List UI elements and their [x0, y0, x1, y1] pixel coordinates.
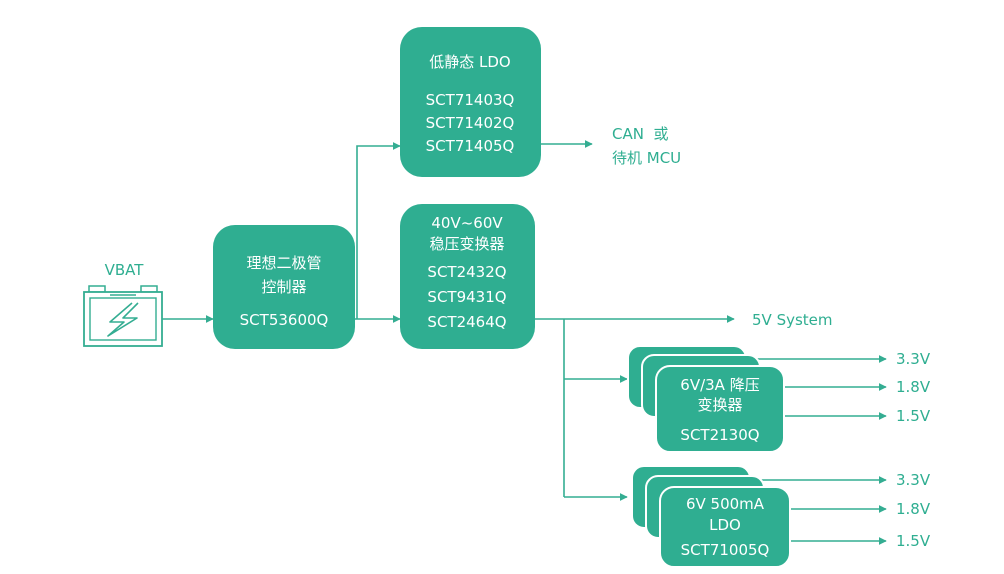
ldo-top-title: 低静态 LDO: [429, 53, 510, 71]
buck-converter-block: 6V/3A 降压 变换器 SCT2130Q: [627, 345, 785, 453]
buck-box: [655, 365, 785, 453]
ldo-top-part-1: SCT71403Q: [426, 91, 515, 109]
buck-part: SCT2130Q: [680, 426, 759, 444]
regulator-part-2: SCT9431Q: [427, 288, 506, 306]
regulator-part-1: SCT2432Q: [427, 263, 506, 281]
battery-icon: [83, 285, 163, 347]
ldo-bottom-part: SCT71005Q: [681, 541, 770, 559]
ideal-diode-line1: 理想二极管: [246, 254, 321, 272]
buck-output-2: 1.8V: [896, 378, 931, 396]
vbat-label: VBAT: [105, 261, 145, 279]
buck-output-1: 3.3V: [896, 350, 931, 368]
regulator-line1: 40V~60V: [431, 214, 503, 232]
ldo-bottom-output-1: 3.3V: [896, 471, 931, 489]
connectors: [162, 140, 887, 545]
ldo-bottom-line1: 6V 500mA: [686, 495, 765, 513]
ldo-bottom-output-3: 1.5V: [896, 532, 931, 550]
ldo-bottom-box: [659, 486, 791, 568]
ideal-diode-block: 理想二极管 控制器 SCT53600Q: [213, 225, 355, 349]
buck-line1: 6V/3A 降压: [680, 376, 759, 394]
system-output-label: 5V System: [752, 311, 833, 329]
ldo-bottom-output-2: 1.8V: [896, 500, 931, 518]
ideal-diode-line2: 控制器: [261, 278, 306, 296]
ldo-top-part-3: SCT71405Q: [426, 137, 515, 155]
ideal-diode-box: [213, 225, 355, 349]
can-output-line2: 待机 MCU: [612, 149, 681, 167]
regulator-block: 40V~60V 稳压变换器 SCT2432Q SCT9431Q SCT2464Q: [400, 204, 535, 349]
ldo-bottom-line2: LDO: [709, 516, 741, 534]
buck-line2: 变换器: [697, 396, 742, 414]
ldo-top-block: 低静态 LDO SCT71403Q SCT71402Q SCT71405Q: [400, 27, 541, 177]
can-output-line1: CAN 或: [612, 125, 669, 143]
buck-output-3: 1.5V: [896, 407, 931, 425]
regulator-line2: 稳压变换器: [429, 235, 504, 253]
ideal-diode-part: SCT53600Q: [240, 311, 329, 329]
ldo-top-box: [400, 27, 541, 177]
connector-diode-to-ldo: [356, 142, 401, 319]
regulator-part-3: SCT2464Q: [427, 313, 506, 331]
ldo-bottom-block: 6V 500mA LDO SCT71005Q: [631, 465, 791, 568]
regulator-box: [400, 204, 535, 349]
ldo-top-part-2: SCT71402Q: [426, 114, 515, 132]
